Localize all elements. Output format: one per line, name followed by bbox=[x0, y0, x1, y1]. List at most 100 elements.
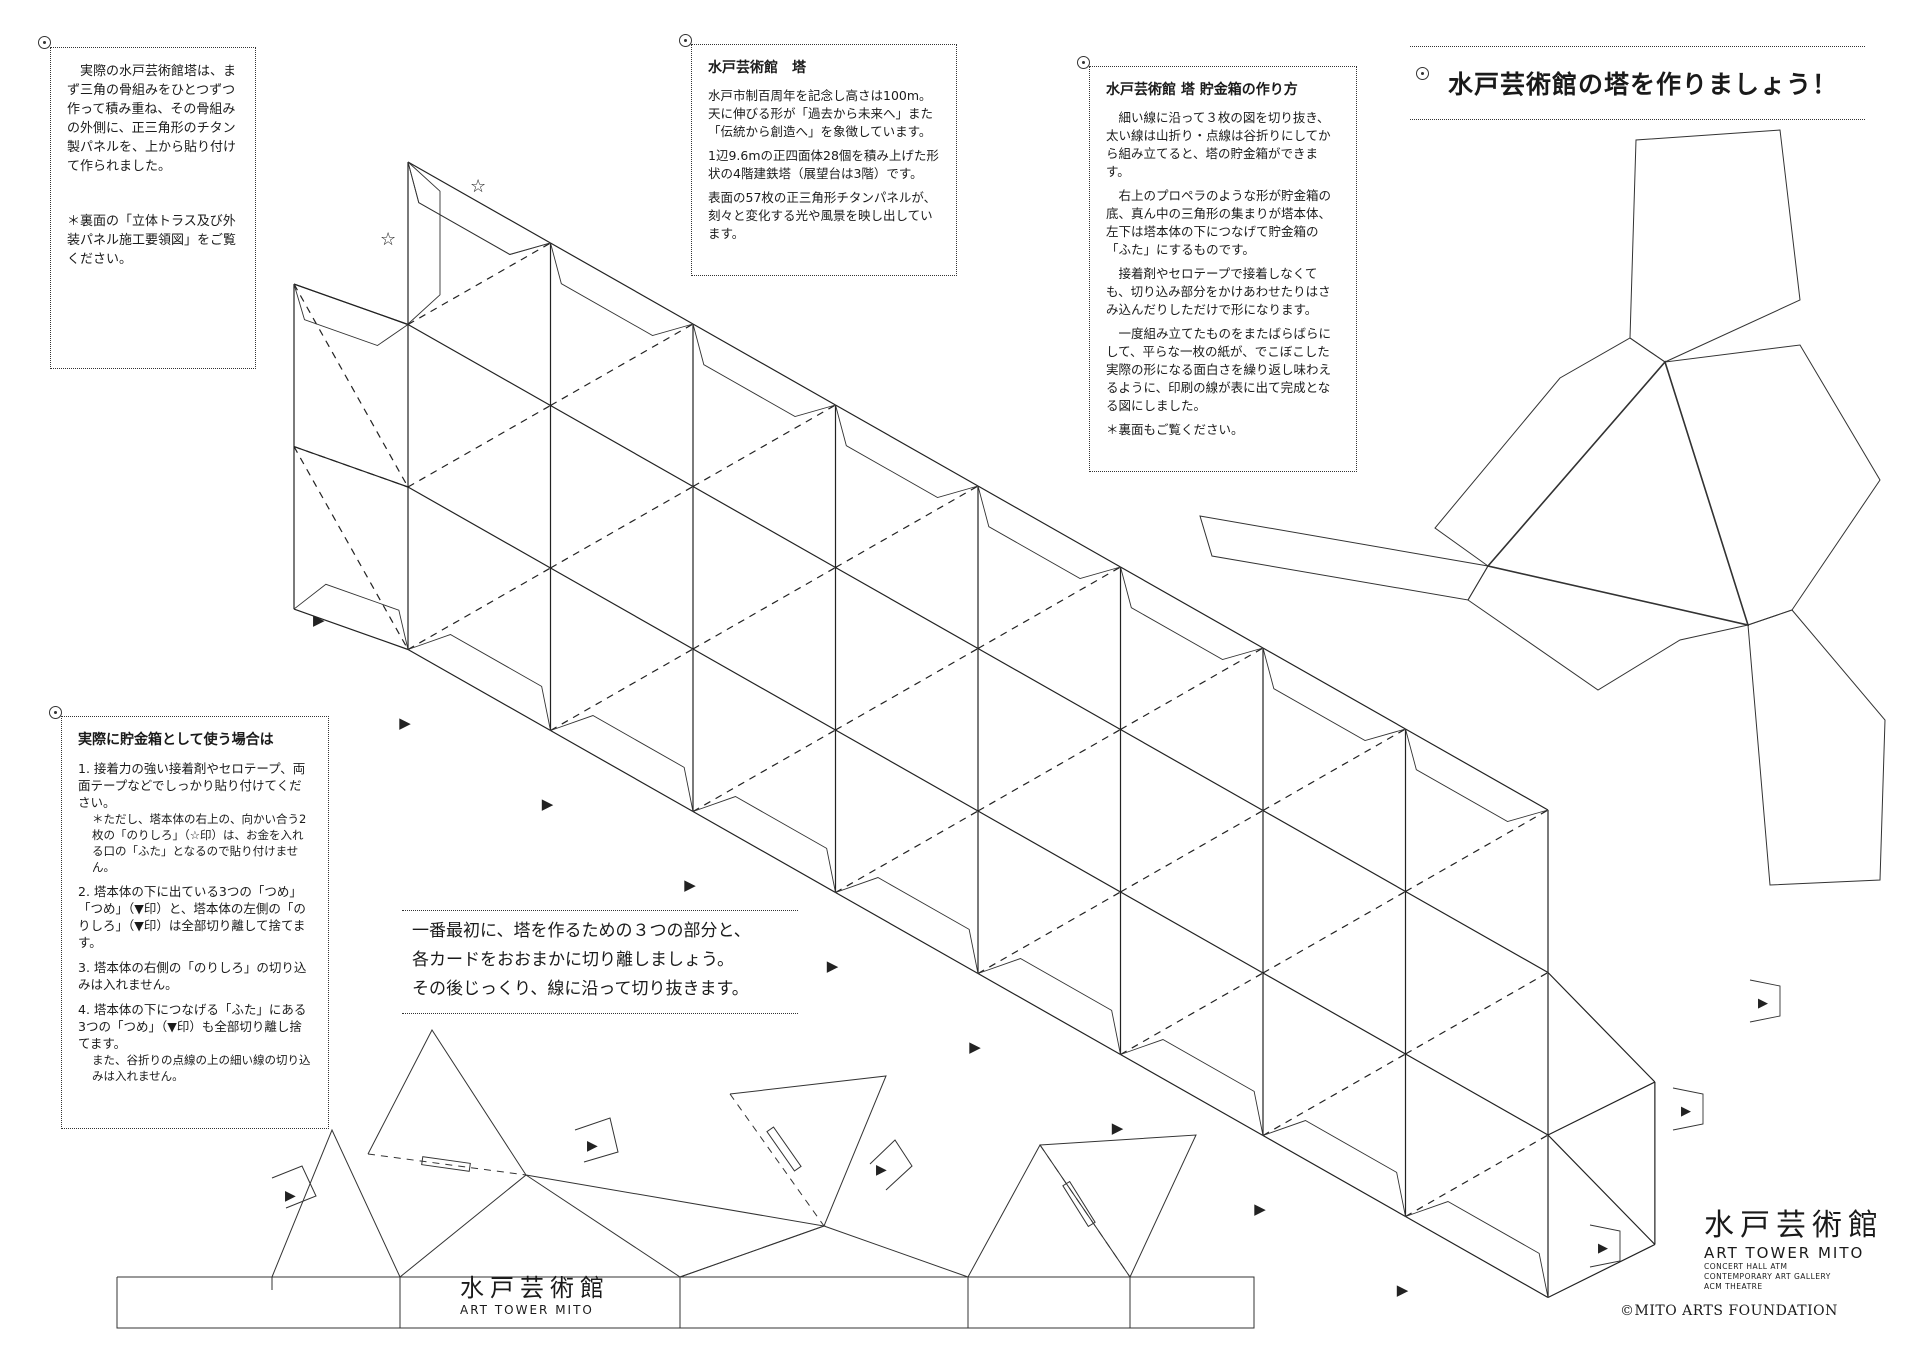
valley-fold bbox=[1405, 809, 1549, 893]
valley-fold bbox=[550, 648, 694, 732]
bank-usage-item: 2. 塔本体の下に出ている3つの「つめ」「つめ」（▼印）と、塔本体の左側の「のり… bbox=[78, 884, 306, 950]
glue-tab bbox=[407, 161, 551, 255]
mountain-fold bbox=[977, 810, 1121, 893]
triangle-mark-icon: ▶ bbox=[1758, 996, 1768, 1011]
claw-tab bbox=[293, 583, 409, 650]
mountain-fold bbox=[550, 567, 694, 650]
lid-triangle bbox=[367, 1029, 527, 1278]
tower-body-net bbox=[293, 161, 1656, 1299]
triangle-mark-icon: ▶ bbox=[969, 1038, 981, 1056]
mountain-fold bbox=[835, 891, 979, 975]
bottom-flap bbox=[1467, 565, 1749, 691]
lid-claw-tab bbox=[869, 1139, 913, 1191]
tower-info-p2: 1辺9.6mの正四面体28個を積み上げた形状の4階建鉄塔（展望台は3階）です。 bbox=[708, 148, 939, 181]
claw-tab bbox=[692, 796, 836, 893]
valley-fold bbox=[1405, 971, 1549, 1055]
valley-fold bbox=[977, 728, 1121, 812]
propeller-blade bbox=[1747, 609, 1886, 886]
propeller-blade bbox=[1629, 129, 1801, 363]
mountain-fold bbox=[977, 972, 1121, 1056]
art-tower-mito-logo: 水戸芸術館 ART TOWER MITO CONCERT HALL ATM CO… bbox=[1704, 1200, 1884, 1292]
intro-note: ＊裏面の「立体トラス及び外装パネル施工要領図」をご覧ください。 bbox=[67, 214, 237, 267]
glue-tab bbox=[293, 283, 409, 346]
bottom-center-triangle bbox=[1486, 360, 1750, 627]
valley-fold bbox=[692, 566, 836, 650]
valley-fold bbox=[1262, 728, 1406, 812]
bank-usage-item: 4. 塔本体の下につなげる「ふた」にある3つの「つめ」（▼印）も全部切り離し捨て… bbox=[78, 1001, 312, 1084]
claw-tab bbox=[550, 715, 694, 812]
mountain-fold bbox=[1120, 728, 1264, 812]
valley-fold bbox=[293, 446, 409, 650]
star-mark-icon: ☆ bbox=[380, 229, 396, 250]
howto-p2: 右上のプロペラのような形が貯金箱の底、真ん中の三角形の集まりが塔本体、左下は塔本… bbox=[1106, 188, 1332, 257]
valley-fold bbox=[835, 810, 979, 894]
triangle-mark-icon: ▶ bbox=[1598, 1241, 1608, 1256]
lid-base-strip bbox=[116, 1276, 1255, 1329]
lid-valley-fold bbox=[1039, 1144, 1131, 1278]
tower-info-p1: 水戸市制百周年を記念し高さは100m。天に伸びる形が「過去から未来へ」また「伝統… bbox=[708, 88, 934, 139]
howto-heading: 水戸芸術館 塔 貯金箱の作り方 bbox=[1106, 82, 1298, 98]
bank-usage-item: 1. 接着力の強い接着剤やセロテープ、両面テープなどでしっかり貼り付けてください… bbox=[78, 760, 312, 875]
cut-line bbox=[1547, 972, 1656, 1083]
instruction-line: その後じっくり、線に沿って切り抜きます。 bbox=[412, 979, 749, 999]
mountain-fold bbox=[692, 810, 836, 894]
bank-usage-item-note: また、谷折りの点線の上の細い線の切り込みは入れません。 bbox=[92, 1053, 311, 1083]
mountain-fold bbox=[407, 486, 551, 569]
lid-claw-tab bbox=[271, 1165, 317, 1209]
bank-usage-list: 1. 接着力の強い接着剤やセロテープ、両面テープなどでしっかり貼り付けてください… bbox=[78, 760, 312, 1084]
valley-fold bbox=[550, 323, 694, 407]
lid-fold-line bbox=[525, 1174, 681, 1278]
valley-fold bbox=[692, 729, 836, 813]
howto-p4: 一度組み立てたものをまたばらばらにして、平らな一枚の紙が、でこぼこした実際の形に… bbox=[1106, 326, 1332, 413]
right-glue-tab bbox=[1589, 1224, 1621, 1268]
triangle-mark-icon: ▶ bbox=[587, 1138, 598, 1154]
glue-tab bbox=[1262, 647, 1406, 741]
bottom-flap bbox=[1664, 344, 1881, 626]
mountain-fold bbox=[407, 648, 551, 732]
howto-p3: 接着剤やセロテープで接着しなくても、切り込み部分をかけあわせたりはさみ込んだりし… bbox=[1106, 266, 1331, 317]
glue-tab bbox=[1405, 728, 1549, 822]
bank-lid-net bbox=[116, 1029, 1255, 1329]
mountain-fold bbox=[835, 566, 979, 650]
bullet-dot-icon bbox=[1077, 56, 1090, 69]
howto-box: 水戸芸術館 塔 貯金箱の作り方 細い線に沿って３枚の図を切り抜き、太い線は山折り… bbox=[1089, 66, 1357, 472]
valley-fold bbox=[550, 485, 694, 569]
mountain-fold bbox=[1262, 809, 1406, 893]
triangle-mark-icon: ▶ bbox=[313, 611, 325, 629]
glue-tab bbox=[407, 161, 441, 325]
tower-info-box: 水戸芸術館 塔 水戸市制百周年を記念し高さは100m。天に伸びる形が「過去から未… bbox=[691, 44, 957, 276]
logo-kanji: 水戸芸術館 bbox=[460, 1274, 610, 1302]
mountain-fold bbox=[1262, 972, 1406, 1055]
bank-usage-box: 実際に貯金箱として使う場合は 1. 接着力の強い接着剤やセロテープ、両面テープな… bbox=[61, 716, 329, 1129]
mountain-fold bbox=[692, 485, 836, 569]
mountain-fold bbox=[550, 242, 694, 325]
claw-tab bbox=[1262, 1120, 1406, 1217]
mountain-fold bbox=[1405, 1215, 1549, 1299]
logo-english: ART TOWER MITO bbox=[1704, 1244, 1865, 1262]
bank-usage-item: 3. 塔本体の右側の「のりしろ」の切り込みは入れません。 bbox=[78, 960, 307, 992]
mountain-fold bbox=[692, 648, 836, 731]
triangle-mark-icon: ▶ bbox=[399, 714, 411, 732]
star-mark-icon: ☆ bbox=[470, 176, 486, 197]
lid-fold-line bbox=[823, 1225, 969, 1278]
triangle-mark-icon: ▶ bbox=[684, 876, 696, 894]
propeller-blade bbox=[1199, 515, 1489, 601]
tower-glue-tabs bbox=[293, 161, 1781, 1298]
bank-usage-heading: 実際に貯金箱として使う場合は bbox=[78, 732, 274, 748]
triangle-mark-icon: ▶ bbox=[1397, 1281, 1409, 1299]
cut-line bbox=[293, 608, 409, 651]
logo-kanji: 水戸芸術館 bbox=[1704, 1208, 1884, 1243]
logo-english: ART TOWER MITO bbox=[460, 1303, 594, 1317]
copyright: ©MITO ARTS FOUNDATION bbox=[1620, 1303, 1838, 1319]
valley-fold bbox=[407, 567, 551, 651]
tower-info-heading: 水戸芸術館 塔 bbox=[708, 60, 806, 76]
mountain-fold bbox=[1405, 1053, 1549, 1136]
instruction-line: 一番最初に、塔を作るための３つの部分と、 bbox=[412, 921, 751, 941]
logo-subline: CONCERT HALL ATM bbox=[1704, 1262, 1788, 1271]
lid-triangle bbox=[1039, 1134, 1197, 1278]
mountain-fold bbox=[1262, 647, 1406, 730]
bullet-dot-icon bbox=[38, 36, 51, 49]
cut-line bbox=[1547, 1243, 1656, 1299]
bottom-flap bbox=[1434, 337, 1666, 567]
glue-tab bbox=[835, 404, 979, 498]
